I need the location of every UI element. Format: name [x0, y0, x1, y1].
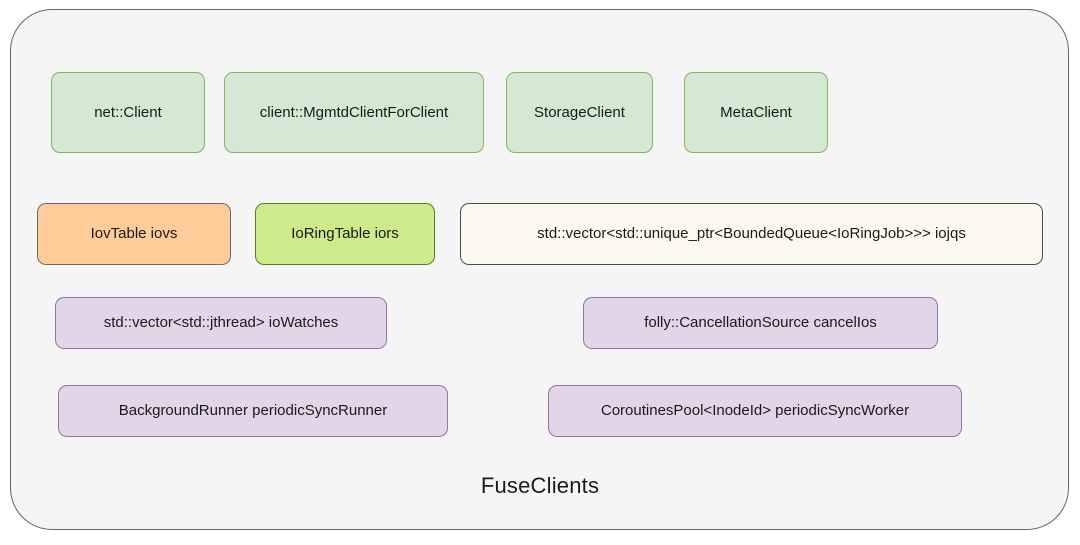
node-storageclient[interactable]: StorageClient [506, 72, 653, 153]
node-client-mgmtdclientforclient[interactable]: client::MgmtdClientForClient [224, 72, 484, 153]
container-title: FuseClients [480, 473, 600, 498]
node-periodicsyncworker[interactable]: CoroutinesPool<InodeId> periodicSyncWork… [548, 385, 962, 437]
node-iojqs[interactable]: std::vector<std::unique_ptr<BoundedQueue… [460, 203, 1043, 265]
node-iowatches[interactable]: std::vector<std::jthread> ioWatches [55, 297, 387, 349]
node-net-client[interactable]: net::Client [51, 72, 205, 153]
node-periodicsyncrunner[interactable]: BackgroundRunner periodicSyncRunner [58, 385, 448, 437]
node-metaclient[interactable]: MetaClient [684, 72, 828, 153]
node-cancelios[interactable]: folly::CancellationSource cancelIos [583, 297, 938, 349]
node-iovtable-iovs[interactable]: IovTable iovs [37, 203, 231, 265]
node-ioringtable-iors[interactable]: IoRingTable iors [255, 203, 435, 265]
